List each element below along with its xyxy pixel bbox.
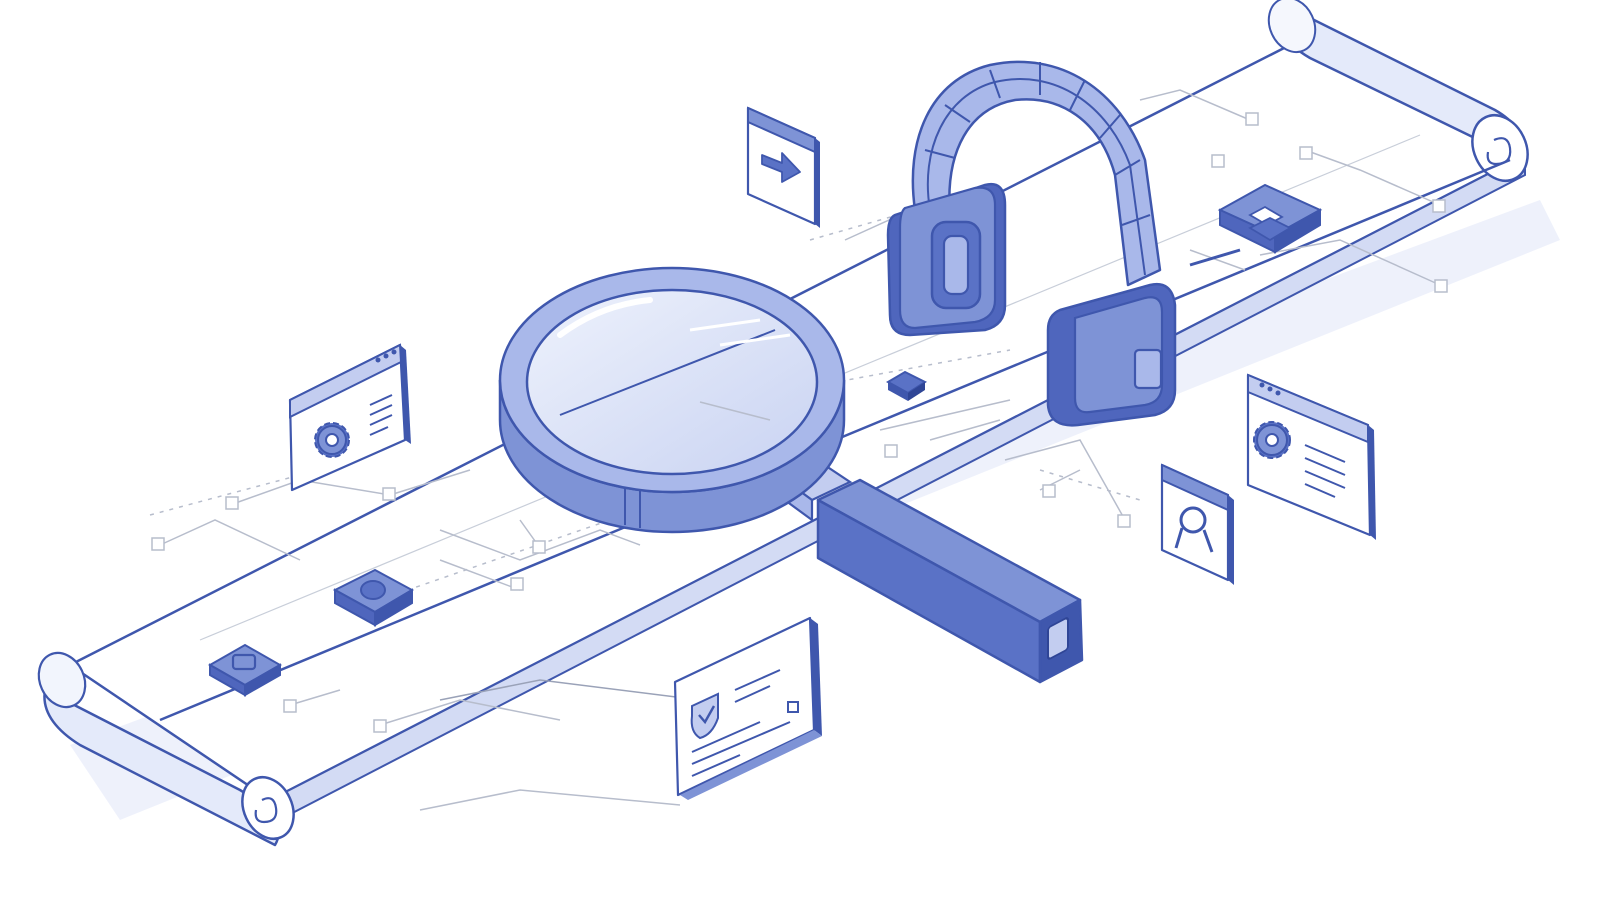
arrow-right-card	[746, 106, 820, 228]
settings-window-card-left	[288, 343, 411, 492]
gear-icon	[314, 422, 350, 458]
location-card	[1160, 463, 1234, 585]
ear-cup-left	[886, 182, 1007, 337]
gear-icon	[1253, 421, 1291, 459]
location-pin-icon	[1174, 506, 1214, 553]
ear-cup-right	[1046, 282, 1177, 427]
chip-icon	[885, 370, 928, 401]
headphones-icon	[886, 60, 1177, 427]
tile-square-icon	[207, 643, 283, 697]
settings-window-card-right	[1246, 373, 1376, 540]
scroll-roll-left	[37, 651, 295, 847]
magnifier-handle	[779, 460, 1084, 684]
arrow-right-icon	[761, 152, 801, 183]
scroll-roll-right	[1267, 0, 1529, 182]
magnifying-glass-icon	[498, 266, 1084, 684]
shield-check-icon	[690, 692, 719, 740]
tile-circle-icon	[332, 568, 415, 627]
dash-mark	[1189, 248, 1241, 267]
puzzle-icon	[1217, 183, 1323, 254]
id-card	[673, 616, 822, 800]
